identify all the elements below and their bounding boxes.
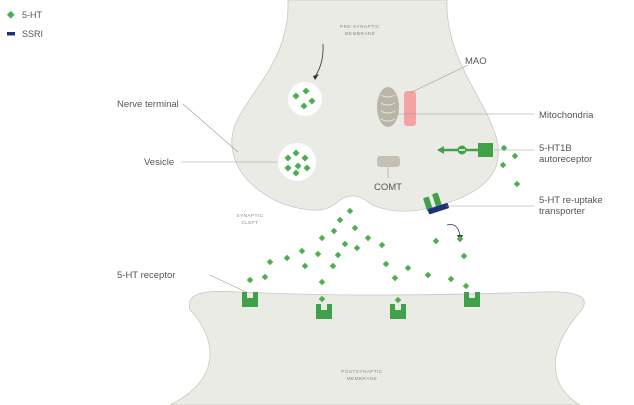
serotonin-molecule xyxy=(353,244,361,252)
serotonin-molecule xyxy=(298,247,306,255)
serotonin-molecule xyxy=(292,169,300,177)
serotonin-molecule xyxy=(424,271,432,279)
serotonin-molecule xyxy=(447,275,455,283)
serotonin-molecule xyxy=(330,227,338,235)
reuptake-transporter xyxy=(423,192,449,215)
legend-ssri-label: SSRI xyxy=(22,29,43,39)
serotonin-molecule xyxy=(513,180,521,188)
label-comt: COMT xyxy=(374,182,402,193)
serotonin-molecule xyxy=(382,260,390,268)
serotonin-molecule xyxy=(261,273,269,281)
label-autoreceptor-2: autoreceptor xyxy=(539,154,592,165)
legend: 5-HT SSRI xyxy=(6,10,43,39)
serotonin-molecule xyxy=(318,278,326,286)
serotonin-molecule xyxy=(284,154,292,162)
serotonin-molecule xyxy=(294,162,302,170)
postsynaptic-terminal xyxy=(169,290,585,405)
serotonin-molecule xyxy=(336,216,344,224)
cleft-label-1: SYNAPTIC xyxy=(237,213,264,218)
vesicle-top xyxy=(288,82,322,116)
label-nerve-terminal: Nerve terminal xyxy=(117,99,179,110)
mitochondria xyxy=(377,87,399,127)
serotonin-molecule xyxy=(266,258,274,266)
serotonin-molecule xyxy=(292,149,300,157)
5ht-receptor xyxy=(316,304,332,319)
serotonin-molecule xyxy=(456,235,464,243)
serotonin-molecule xyxy=(499,161,507,169)
serotonin-molecule xyxy=(292,92,300,100)
serotonin-molecule xyxy=(378,241,386,249)
postsynaptic-label-1: POSTSYNAPTIC xyxy=(341,369,383,374)
serotonin-molecule xyxy=(391,274,399,282)
serotonin-molecule xyxy=(364,234,372,242)
synthesis-arrow xyxy=(313,43,324,80)
serotonin-molecule xyxy=(351,224,359,232)
5ht-receptor xyxy=(464,292,480,307)
mao xyxy=(404,91,416,126)
presynaptic-label-2: MEMBRANE xyxy=(345,31,376,36)
serotonin-molecule xyxy=(303,164,311,172)
leader-nerve-terminal xyxy=(182,103,239,153)
label-vesicle: Vesicle xyxy=(144,157,174,168)
serotonin-molecule xyxy=(394,296,402,304)
label-receptor: 5-HT receptor xyxy=(117,270,175,281)
postsynaptic-label-2: MEMBRANE xyxy=(347,376,378,381)
serotonin-molecule xyxy=(462,282,470,290)
legend-ssri-marker xyxy=(7,32,15,36)
serotonin-molecule xyxy=(334,251,342,259)
serotonin-molecule xyxy=(432,237,440,245)
serotonin-molecule xyxy=(318,295,326,303)
serotonin-molecule xyxy=(511,152,519,160)
serotonin-molecule xyxy=(301,154,309,162)
serotonin-molecule xyxy=(329,262,337,270)
serotonin-molecule xyxy=(300,102,308,110)
5ht-receptor xyxy=(390,304,406,319)
label-mitochondria: Mitochondria xyxy=(539,110,594,121)
label-reuptake-2: transporter xyxy=(539,206,585,217)
serotonin-molecule xyxy=(346,207,354,215)
serotonin-molecule xyxy=(318,234,326,242)
5ht-receptor xyxy=(242,292,258,307)
serotonin-molecule xyxy=(308,97,316,105)
vesicle-bottom xyxy=(278,143,316,181)
presynaptic-label-1: PRE-SYNAPTIC xyxy=(340,24,380,29)
label-mao: MAO xyxy=(465,56,487,67)
serotonin-molecule xyxy=(302,87,310,95)
serotonin-molecule xyxy=(246,276,254,284)
label-reuptake-1: 5-HT re-uptake xyxy=(539,195,603,206)
serotonin-molecule xyxy=(341,240,349,248)
serotonin-molecule xyxy=(404,264,412,272)
cleft-label-2: CLEFT xyxy=(241,220,258,225)
serotonin-molecule xyxy=(301,262,309,270)
autoreceptor xyxy=(437,143,493,157)
serotonin-molecule xyxy=(283,254,291,262)
serotonin-molecule xyxy=(314,250,322,258)
serotonin-molecule xyxy=(460,252,468,260)
legend-5ht-label: 5-HT xyxy=(22,10,43,20)
comt xyxy=(377,156,400,167)
legend-5ht-marker xyxy=(6,10,15,19)
label-autoreceptor-1: 5-HT1B xyxy=(539,143,572,154)
serotonin-molecule xyxy=(284,164,292,172)
leader-receptor xyxy=(209,274,247,293)
leader-mao xyxy=(409,64,469,94)
serotonin-molecule xyxy=(500,144,508,152)
